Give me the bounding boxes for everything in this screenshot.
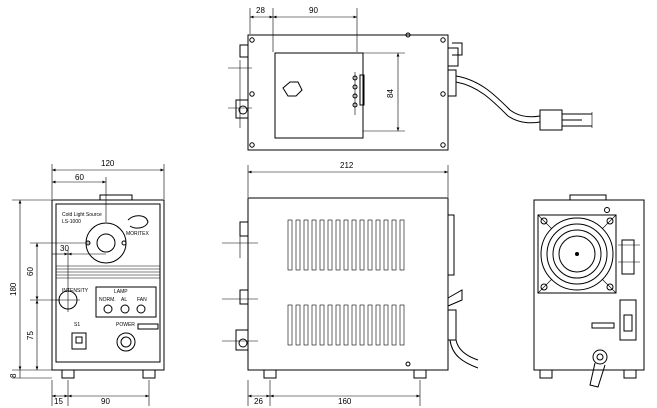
dim-front-height: 180 xyxy=(9,282,18,296)
top-dimensions: 28 90 84 xyxy=(249,6,405,132)
dim-front-foot: 8 xyxy=(9,373,18,378)
knob-label: INTENSITY xyxy=(62,288,89,294)
front-handle xyxy=(99,194,133,201)
top-connector xyxy=(447,47,459,67)
top-knob-1 xyxy=(239,44,249,58)
dim-front-half: 60 xyxy=(75,173,84,182)
foot xyxy=(539,369,553,379)
cable-gland xyxy=(592,349,608,365)
foot xyxy=(142,369,156,379)
dim-front-upper: 60 xyxy=(26,267,35,276)
rear-handle xyxy=(569,194,607,201)
ind-label-2: AL xyxy=(121,297,127,303)
lamp-port-inner xyxy=(96,233,116,253)
vent-bottom xyxy=(287,304,405,346)
lamp-holder-shape xyxy=(282,81,303,97)
rear-view xyxy=(533,194,645,388)
screw xyxy=(249,142,255,148)
screw xyxy=(249,37,255,43)
front-vent xyxy=(56,265,160,279)
ind-label-3: FAN xyxy=(137,297,147,303)
dim-front-mid: 75 xyxy=(26,331,35,340)
screw xyxy=(121,240,127,246)
screw xyxy=(440,37,446,43)
top-knob-2 xyxy=(235,99,249,119)
dim-side-span: 160 xyxy=(338,397,352,406)
side-knob-2 xyxy=(239,289,249,305)
fuse-holder[interactable] xyxy=(116,332,136,352)
foot xyxy=(623,369,637,379)
indicator-panel xyxy=(95,286,157,318)
dim-front-left: 15 xyxy=(54,397,63,406)
rear-connector xyxy=(621,239,635,275)
front-dimensions: 120 60 180 8 60 75 30 15 90 xyxy=(9,159,165,406)
side-knob-1 xyxy=(239,221,249,237)
power-plug xyxy=(539,109,563,131)
brand-logo: MORITEX xyxy=(126,231,149,237)
screw xyxy=(440,142,446,148)
screw xyxy=(249,91,255,97)
foot xyxy=(413,369,427,379)
brand-line1: Cold Light Source xyxy=(62,212,102,218)
brand-logo-mark xyxy=(127,215,149,229)
switch-label: S1 xyxy=(74,322,80,328)
power-cord xyxy=(455,75,541,118)
indicator-norm xyxy=(103,304,113,314)
front-view: Cold Light Source LS-1000 MORITEX INTENS… xyxy=(51,194,165,379)
fuse-label: POWER xyxy=(116,322,135,328)
power-switch[interactable] xyxy=(71,332,87,350)
foot xyxy=(61,369,75,379)
dim-top-height: 84 xyxy=(386,89,395,98)
ind-label-1: NORM. xyxy=(99,297,116,303)
dim-top-width: 90 xyxy=(309,6,318,15)
top-view-panel xyxy=(274,52,364,139)
dim-front-inner: 30 xyxy=(60,244,69,253)
screw xyxy=(440,91,446,97)
front-view-body xyxy=(51,199,165,371)
fan-grille xyxy=(537,214,617,294)
dim-front-span: 90 xyxy=(101,397,110,406)
screw xyxy=(405,32,411,38)
dim-top-offset: 28 xyxy=(256,6,265,15)
rear-view-body xyxy=(533,199,645,371)
dim-front-width: 120 xyxy=(101,159,115,168)
dim-side-width: 212 xyxy=(340,161,354,170)
screw xyxy=(405,361,411,367)
side-view xyxy=(222,197,479,379)
indicator-fan xyxy=(136,304,146,314)
brand-line2: LS-1000 xyxy=(62,219,81,225)
vent-top xyxy=(287,219,405,271)
indicator-al xyxy=(120,304,130,314)
dim-side-offset: 26 xyxy=(254,397,263,406)
lamp-label: LAMP xyxy=(114,289,128,295)
lamp-port-outer xyxy=(85,222,127,264)
top-view-body xyxy=(247,34,449,151)
side-view-body xyxy=(247,197,449,371)
front-panel xyxy=(55,203,161,363)
side-knob-3 xyxy=(235,329,249,351)
ac-inlet xyxy=(619,299,637,341)
foot xyxy=(263,369,277,379)
top-view xyxy=(228,32,593,151)
screw xyxy=(604,207,610,213)
side-dimensions: 212 26 160 xyxy=(247,161,449,406)
